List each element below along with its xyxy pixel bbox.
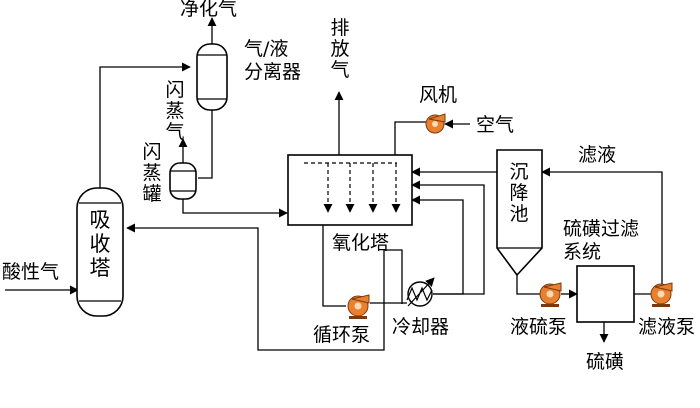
settler-underflow-line [516,275,540,295]
absorber-overhead-line [99,62,191,188]
air-distributor [304,162,401,213]
tower-to-pump-line [322,225,346,307]
sulfur-slurry-pump-icon [539,282,562,307]
circulation-pump-label: 循环泵 [313,324,371,346]
filtrate-pump-icon [650,282,673,307]
filtrate-pump-label: 滤液泵 [638,316,696,338]
lean-solution-line [126,223,403,351]
settling-tank [496,149,543,277]
sulfur-slurry-pump-label: 液硫泵 [510,316,568,338]
filtrate-label: 滤液 [578,144,617,166]
air-line [394,121,426,155]
fan-icon [425,113,446,134]
settling-tank-label: 沉降池 [509,161,529,225]
oxidation-tower-label: 氧化塔 [332,232,390,254]
flash-tank-label: 闪蒸罐 [142,141,162,205]
circulation-pump-icon [347,294,370,319]
acid-gas-label: 酸性气 [2,261,60,283]
gas-liquid-separator-label: 气/液分离器 [244,38,302,83]
gas-liquid-separator [196,43,228,111]
filtrate-return-line [541,167,663,285]
absorption-tower [76,187,124,317]
flash-gas-label: 闪蒸气 [165,79,185,143]
absorption-tower-label: 吸收塔 [89,208,111,280]
purified-gas-label: 净化气 [180,0,238,20]
separator-drain-line [198,110,213,179]
air-label: 空气 [476,114,515,136]
sulfur-label: 硫磺 [586,351,625,373]
cooler-icon [406,277,435,307]
cooled-return-line-1 [411,195,464,295]
fan-label: 风机 [419,84,458,106]
sulfur-filter-system-label: 硫磺过滤系统 [563,218,640,263]
exhaust-label: 排放气 [330,17,350,81]
flash-tank [169,162,197,200]
cooler-label: 冷却器 [392,316,450,338]
flash-liquid-line [182,198,288,218]
sulfur-filter-system [576,265,635,323]
cooled-return-line-2 [411,180,485,295]
